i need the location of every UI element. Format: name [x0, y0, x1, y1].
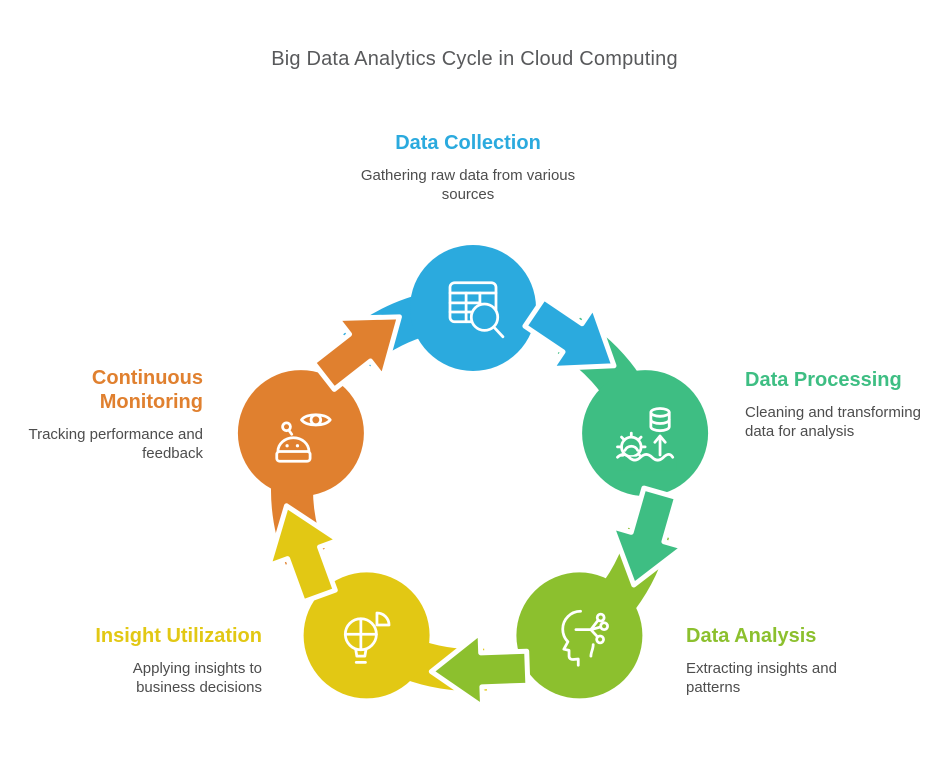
icons-layer: [275, 281, 677, 667]
stage-heading: Data Processing: [745, 369, 902, 391]
eye-robot-icon: [275, 413, 332, 463]
stage-description: Gathering raw data from various sources: [360, 167, 576, 203]
stage-label-insight-utilization: Insight Utilization Applying insights to…: [72, 624, 262, 697]
stage-circle-data-processing: [582, 370, 709, 497]
arrow-data-collection-to-data-processing: [522, 295, 617, 371]
bulb-pie-icon: [343, 611, 391, 664]
arrow-continuous-monitoring-to-data-collection: [310, 314, 402, 392]
stage-label-continuous-monitoring: Continuous Monitoring Tracking performan…: [23, 366, 203, 463]
stage-label-data-collection: Data Collection Gathering raw data from …: [358, 131, 578, 204]
stage-description: Cleaning and transforming data for analy…: [745, 404, 921, 440]
stage-circle-data-analysis: [516, 572, 643, 699]
arrows-layer: [266, 295, 686, 710]
arrow-insight-utilization-to-continuous-monitoring: [266, 503, 341, 605]
stage-description: Extracting insights and patterns: [686, 660, 837, 696]
stage-heading: Data Analysis: [686, 625, 817, 647]
arrow-data-analysis-to-insight-utilization: [428, 630, 531, 710]
diagram-title: Big Data Analytics Cycle in Cloud Comput…: [271, 48, 678, 70]
stage-label-data-processing: Data Processing Cleaning and transformin…: [745, 368, 923, 441]
circles-layer: [237, 245, 709, 699]
gear-database-upload-icon: [614, 407, 677, 471]
stage-circle-data-collection: [410, 245, 536, 371]
stage-heading: Insight Utilization: [95, 625, 262, 647]
stage-description: Applying insights to business decisions: [132, 660, 262, 696]
stage-heading: Continuous Monitoring: [91, 367, 203, 413]
arrow-data-processing-to-data-analysis: [609, 485, 686, 588]
table-search-icon: [448, 281, 505, 339]
stage-circle-continuous-monitoring: [237, 370, 364, 497]
head-network-icon: [561, 609, 609, 667]
stage-label-data-analysis: Data Analysis Extracting insights and pa…: [686, 624, 866, 697]
stage-description: Tracking performance and feedback: [28, 426, 203, 462]
stage-heading: Data Collection: [395, 132, 541, 154]
